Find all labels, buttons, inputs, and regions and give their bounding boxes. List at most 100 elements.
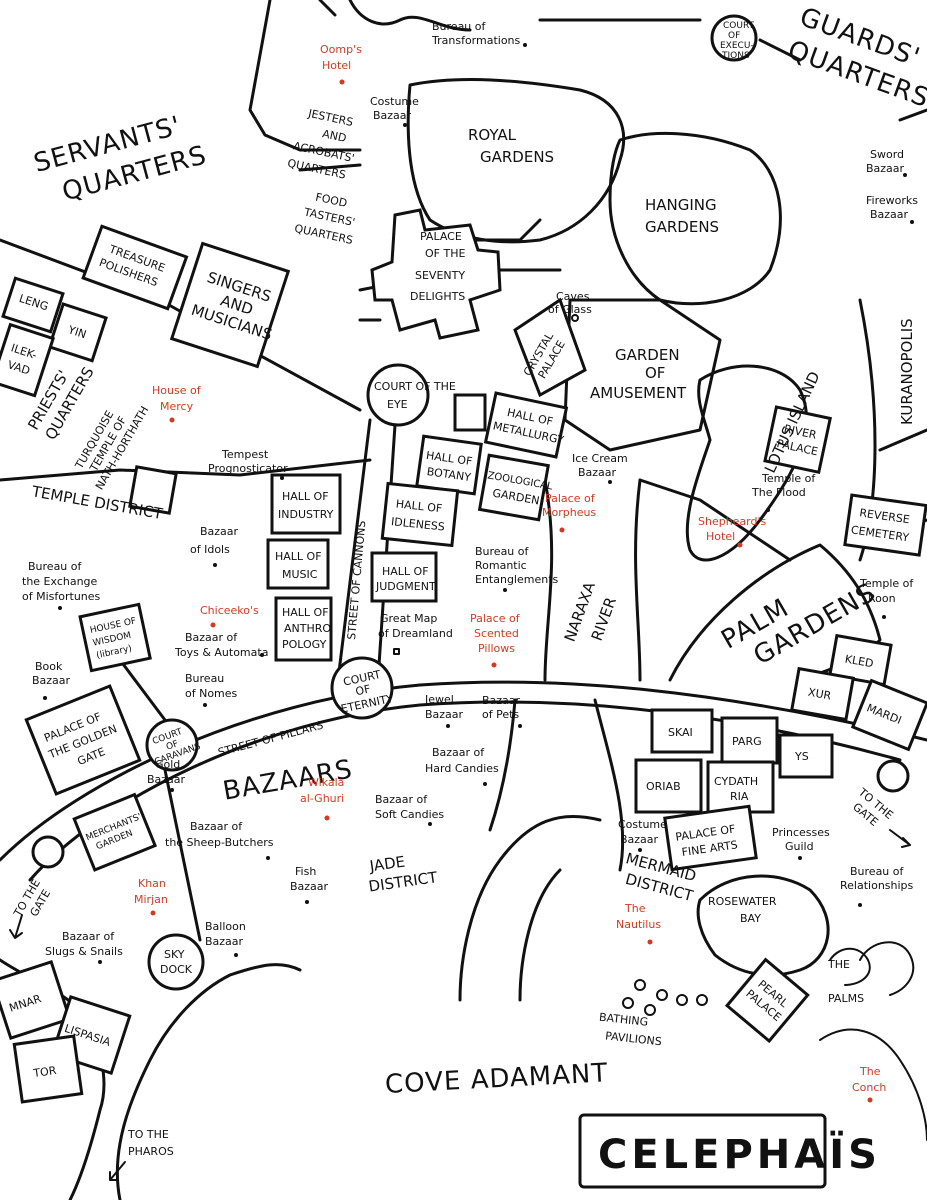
svg-text:OF: OF <box>728 31 740 41</box>
svg-text:Bazaar: Bazaar <box>620 833 659 846</box>
svg-text:POLOGY: POLOGY <box>282 638 327 651</box>
svg-text:Bazaar: Bazaar <box>147 773 186 786</box>
svg-text:of Idols: of Idols <box>190 543 230 556</box>
svg-text:HALL OF: HALL OF <box>275 550 322 563</box>
svg-text:The: The <box>859 1065 881 1078</box>
svg-text:ROYAL: ROYAL <box>468 126 517 144</box>
svg-text:JUDGMENT: JUDGMENT <box>375 580 436 593</box>
svg-text:Mirjan: Mirjan <box>134 893 168 906</box>
svg-text:Bazaar: Bazaar <box>373 109 412 122</box>
svg-text:SEVENTY: SEVENTY <box>415 269 465 282</box>
svg-text:HALL OF: HALL OF <box>282 490 329 503</box>
svg-text:IDLENESS: IDLENESS <box>390 515 445 534</box>
svg-text:PAVILIONS: PAVILIONS <box>605 1029 663 1048</box>
svg-text:Fireworks: Fireworks <box>866 194 918 207</box>
svg-text:of Glass: of Glass <box>548 303 592 316</box>
svg-text:Balloon: Balloon <box>205 920 246 933</box>
svg-text:Costume: Costume <box>618 818 667 831</box>
svg-text:Fish: Fish <box>295 865 316 878</box>
poi-labels: Bureau of Transformations Costume Bazaar… <box>22 20 918 964</box>
bathing-pavilions-label: BATHING PAVILIONS <box>598 1011 663 1049</box>
svg-text:Prognosticator: Prognosticator <box>208 462 288 475</box>
gate-arrow-right-icon <box>889 829 911 848</box>
svg-text:Entanglements: Entanglements <box>475 573 559 586</box>
svg-text:Jewel: Jewel <box>424 693 454 706</box>
svg-text:Bazaar: Bazaar <box>200 525 239 538</box>
svg-text:Transformations: Transformations <box>431 34 521 47</box>
svg-text:RIA: RIA <box>730 790 749 803</box>
svg-text:House of: House of <box>152 384 202 397</box>
svg-text:Relationships: Relationships <box>840 879 914 892</box>
svg-text:Temple of: Temple of <box>761 472 816 485</box>
svg-text:GARDEN: GARDEN <box>615 346 680 364</box>
svg-text:Bazaar of: Bazaar of <box>432 746 485 759</box>
parg-label: PARG <box>732 735 762 748</box>
svg-text:TIONS: TIONS <box>721 51 750 61</box>
svg-text:Bazaar: Bazaar <box>425 708 464 721</box>
svg-text:Bazaar: Bazaar <box>866 162 905 175</box>
svg-text:Khan: Khan <box>138 877 166 890</box>
ys-label: YS <box>794 750 809 763</box>
svg-text:Romantic: Romantic <box>475 559 527 572</box>
svg-text:Morpheus: Morpheus <box>542 506 596 519</box>
svg-text:Shepheard's: Shepheard's <box>698 515 767 528</box>
svg-text:al-Ghuri: al-Ghuri <box>300 792 344 805</box>
svg-text:HALL OF: HALL OF <box>282 606 329 619</box>
svg-text:OF: OF <box>645 364 665 382</box>
hall-botany-label: HALL OF BOTANY <box>425 449 473 484</box>
yin-label: YIN <box>66 323 88 341</box>
svg-text:EXECU-: EXECU- <box>720 41 754 51</box>
svg-text:SKY: SKY <box>164 948 185 961</box>
svg-text:The Flood: The Flood <box>751 486 806 499</box>
svg-text:Hotel: Hotel <box>322 59 351 72</box>
svg-text:Bureau of: Bureau of <box>475 545 530 558</box>
svg-text:Mercy: Mercy <box>160 400 194 413</box>
svg-text:THE: THE <box>827 958 850 971</box>
svg-text:BOTANY: BOTANY <box>426 465 472 484</box>
svg-text:BATHING: BATHING <box>598 1011 648 1029</box>
svg-text:INDUSTRY: INDUSTRY <box>278 508 334 521</box>
hall-music-label: HALL OF MUSIC <box>275 550 322 581</box>
svg-text:DELIGHTS: DELIGHTS <box>410 290 465 303</box>
hanging-gardens-label: HANGING GARDENS <box>645 196 719 236</box>
svg-text:COURT: COURT <box>723 21 755 31</box>
svg-text:Nautilus: Nautilus <box>616 918 661 931</box>
svg-text:Bazaar of: Bazaar of <box>185 631 238 644</box>
kuranopolis-label: KURANOPOLIS <box>898 318 916 425</box>
tor-label: TOR <box>32 1064 58 1080</box>
svg-text:of Misfortunes: of Misfortunes <box>22 590 101 603</box>
svg-text:OF THE: OF THE <box>425 247 465 260</box>
royal-gardens-label: ROYAL GARDENS <box>468 126 554 166</box>
svg-text:Bureau of: Bureau of <box>28 560 83 573</box>
svg-text:PALACE: PALACE <box>420 230 462 243</box>
hall-industry-label: HALL OF INDUSTRY <box>278 490 334 521</box>
hall-judgment-label: HALL OF JUDGMENT <box>375 565 436 593</box>
svg-text:Bazaar: Bazaar <box>205 935 244 948</box>
svg-text:PALMS: PALMS <box>828 992 864 1005</box>
svg-text:Bazaar of: Bazaar of <box>62 930 115 943</box>
svg-text:the Sheep-Butchers: the Sheep-Butchers <box>165 836 274 849</box>
svg-text:Bazaar of: Bazaar of <box>375 793 428 806</box>
svg-text:Palace of: Palace of <box>545 492 596 505</box>
svg-text:ROSEWATER: ROSEWATER <box>708 895 777 908</box>
svg-text:Pillows: Pillows <box>478 642 515 655</box>
svg-text:Costume: Costume <box>370 95 419 108</box>
svg-text:DOCK: DOCK <box>160 963 193 976</box>
svg-text:Hard Candies: Hard Candies <box>425 762 499 775</box>
svg-text:HALL OF: HALL OF <box>425 449 473 468</box>
court-of-executions-label: COURT OF EXECU- TIONS <box>720 21 755 61</box>
svg-text:Oomp's: Oomp's <box>320 43 362 56</box>
svg-text:Great Map: Great Map <box>380 612 437 625</box>
svg-text:Book: Book <box>35 660 63 673</box>
svg-text:Bazaar: Bazaar <box>578 466 617 479</box>
map-title: CELEPHAÏS <box>598 1130 881 1178</box>
svg-text:Toys & Automata: Toys & Automata <box>174 646 268 659</box>
svg-text:Bazaar: Bazaar <box>290 880 329 893</box>
to-the-pharos-label: TO THE PHAROS <box>127 1128 174 1158</box>
highlight-labels: Oomp's Hotel House of Mercy Palace of Mo… <box>134 43 886 1103</box>
svg-text:Bureau of: Bureau of <box>850 865 905 878</box>
svg-text:GARDENS: GARDENS <box>480 148 554 166</box>
svg-text:of Pets: of Pets <box>482 708 519 721</box>
svg-text:Ice Cream: Ice Cream <box>572 452 628 465</box>
svg-text:Princesses: Princesses <box>772 826 830 839</box>
